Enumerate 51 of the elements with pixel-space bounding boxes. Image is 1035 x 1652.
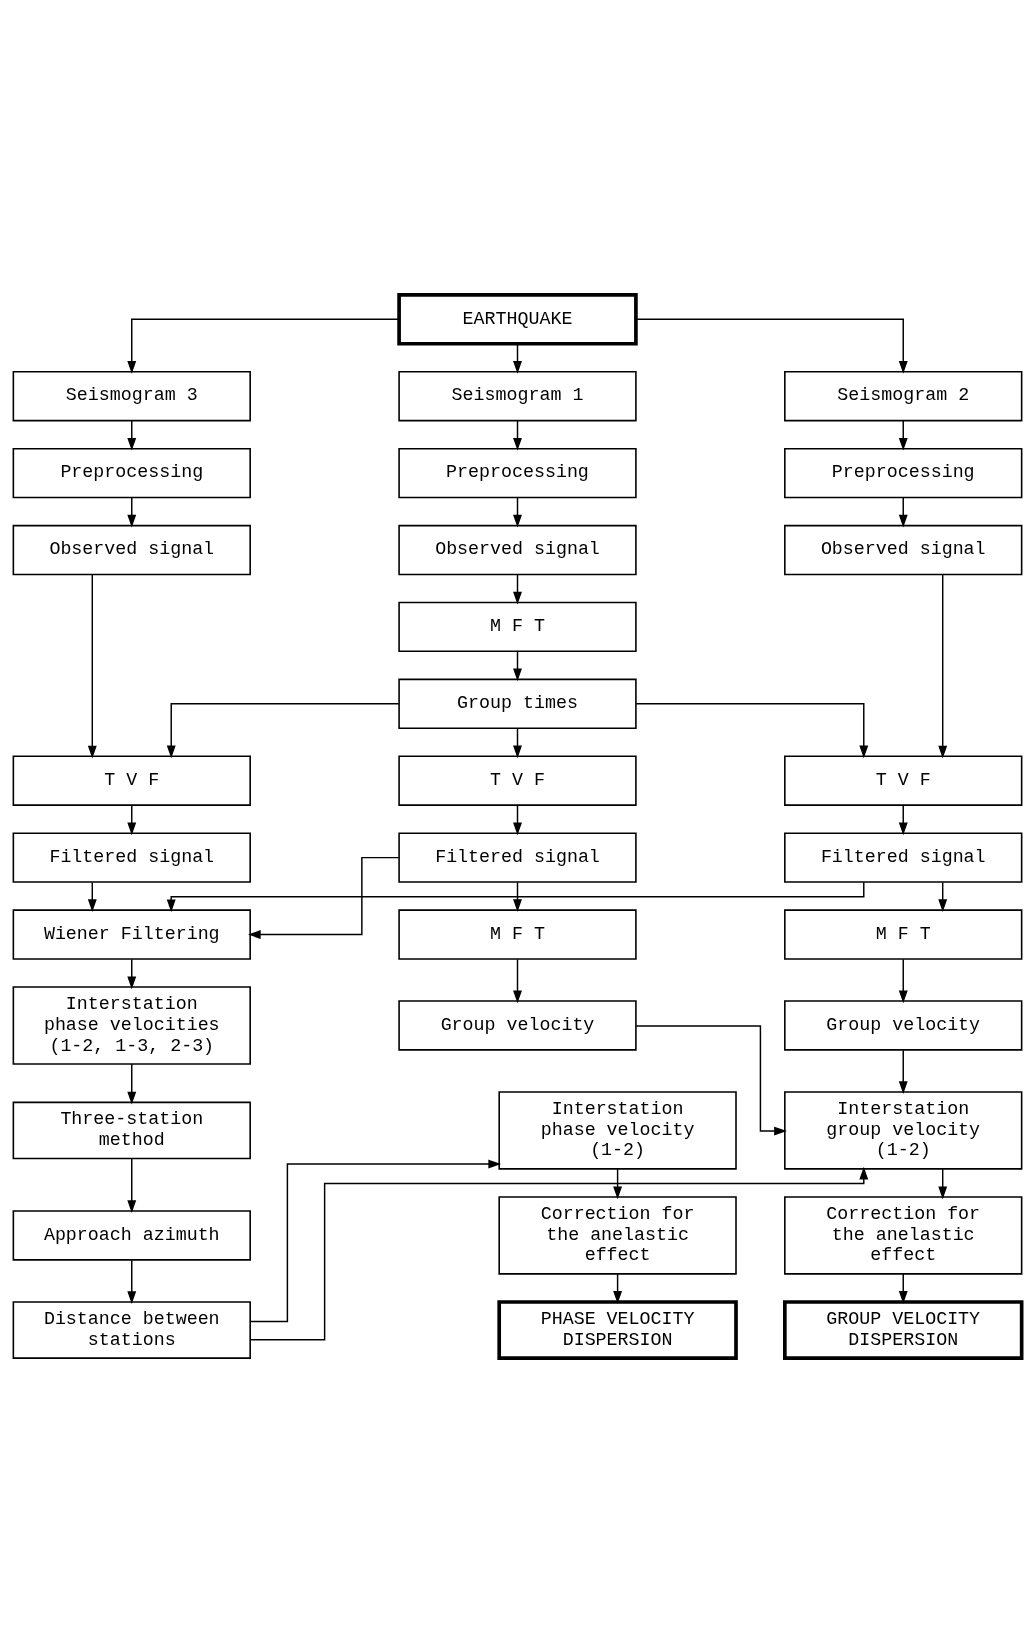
- arrow: [898, 958, 908, 1003]
- arrow: [938, 573, 948, 758]
- arrow: [127, 1259, 137, 1304]
- node-box: Correction for the anelastic effect: [784, 1195, 1023, 1275]
- node-box: Observed signal: [398, 524, 637, 575]
- node-box: Interstation group velocity (1-2): [784, 1090, 1023, 1170]
- arrow: [898, 1049, 908, 1094]
- node-box: Filtered signal: [12, 831, 251, 883]
- node-box: T V F: [12, 755, 251, 806]
- node-box: EARTHQUAKE: [397, 292, 638, 346]
- node-box: M F T: [398, 908, 637, 960]
- arrow: [938, 1167, 948, 1199]
- arrow: [613, 1167, 623, 1199]
- node-box: Wiener Filtering: [12, 908, 251, 960]
- node-box: Correction for the anelastic effect: [498, 1195, 737, 1275]
- node-box: Seismogram 2: [784, 370, 1023, 421]
- node-box: T V F: [398, 755, 637, 806]
- node-box: Preprocessing: [12, 447, 251, 498]
- node-box: Distance between stations: [12, 1300, 251, 1359]
- arrow: [166, 702, 400, 758]
- node-box: M F T: [784, 908, 1023, 960]
- node-box: Preprocessing: [784, 447, 1023, 498]
- node-box: Interstation phase velocities (1-2, 1-3, 2-3): [12, 985, 251, 1065]
- node-box: PHASE VELOCITY DISPERSION: [497, 1299, 738, 1360]
- node-box: Interstation phase velocity (1-2): [498, 1090, 737, 1170]
- arrow: [127, 1157, 137, 1213]
- arrow: [127, 1062, 137, 1104]
- node-box: Three-station method: [12, 1101, 251, 1159]
- node-box: Seismogram 1: [398, 370, 637, 421]
- arrow: [635, 702, 869, 758]
- arrow: [87, 573, 97, 758]
- arrow: [635, 1024, 787, 1135]
- node-box: Filtered signal: [784, 831, 1023, 883]
- node-box: Seismogram 3: [12, 370, 251, 421]
- arrow: [247, 856, 400, 939]
- arrow: [249, 1166, 869, 1341]
- node-box: GROUP VELOCITY DISPERSION: [783, 1299, 1024, 1360]
- node-box: Group velocity: [398, 999, 637, 1051]
- arrow: [127, 318, 400, 374]
- node-box: Observed signal: [12, 524, 251, 575]
- node-box: Observed signal: [784, 524, 1023, 575]
- node-box: Filtered signal: [398, 831, 637, 883]
- arrow: [635, 318, 908, 374]
- node-box: Preprocessing: [398, 447, 637, 498]
- node-box: T V F: [784, 755, 1023, 806]
- node-box: Approach azimuth: [12, 1209, 251, 1261]
- node-box: M F T: [398, 601, 637, 652]
- arrow: [249, 1159, 502, 1322]
- arrow: [513, 958, 522, 1003]
- node-box: Group times: [398, 678, 637, 729]
- node-box: Group velocity: [784, 999, 1023, 1051]
